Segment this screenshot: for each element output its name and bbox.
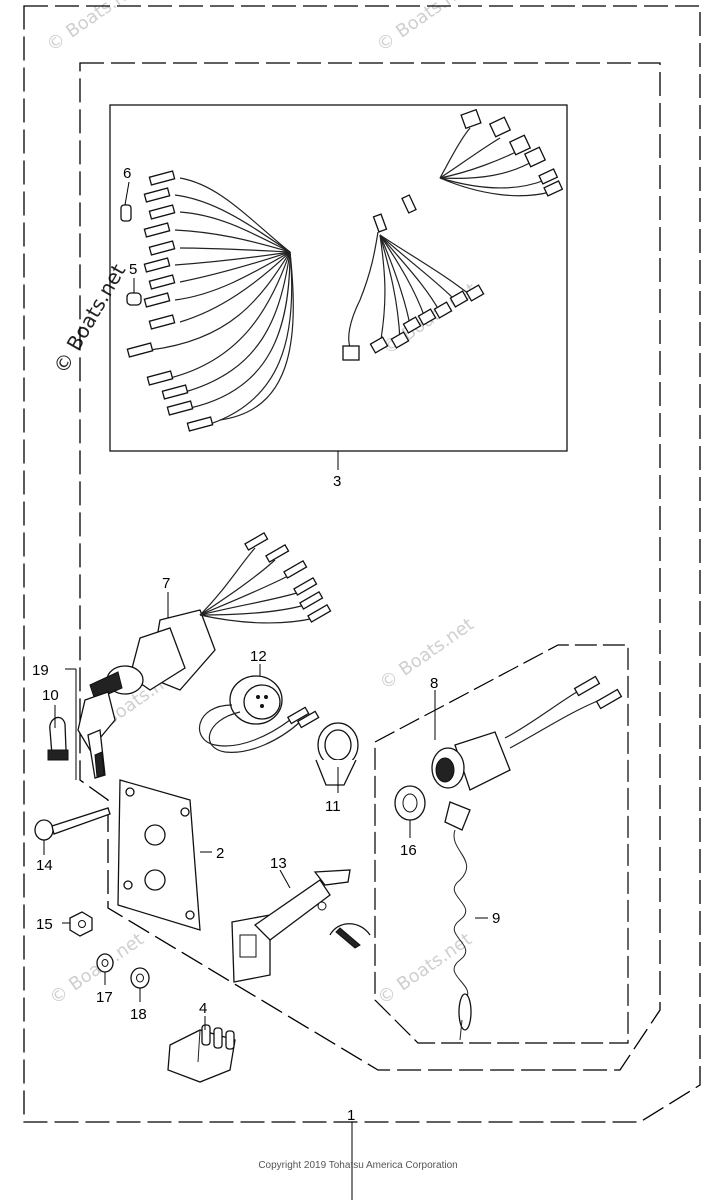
callout-2: 2: [216, 845, 224, 862]
harness-box: [109, 104, 568, 452]
callout-19: 19: [32, 662, 49, 679]
callout-4: 4: [199, 1000, 207, 1017]
leader-lines: [43, 181, 488, 1200]
panel-plate: [117, 779, 201, 931]
watermark-mid-right: © Boats.net: [376, 614, 478, 694]
main-switch: [89, 532, 332, 701]
watermark-top-right: © Boats.net: [373, 0, 475, 56]
callout-18: 18: [130, 1006, 147, 1023]
callout-11: 11: [325, 798, 341, 815]
callout-6: 6: [123, 165, 131, 182]
watermark-dark: © Boats.net: [49, 260, 131, 378]
washer-18: [130, 967, 150, 989]
ignition-key: [77, 691, 116, 779]
emergency-stop-switch: [431, 675, 623, 791]
harness-connector: [460, 108, 564, 197]
lanyard-cord: [444, 801, 472, 1041]
watermark-top-left: © Boats.net: [43, 0, 145, 56]
callout-12: 12: [250, 648, 267, 665]
kit-outer-boundary: [23, 5, 701, 1123]
stop-switch-box: [374, 644, 629, 1044]
callout-1: 1: [347, 1107, 355, 1124]
callout-numbers: 1 2 3 4 5 6 7 8 9 10 11 12 13 14 15 16 1…: [32, 165, 500, 1124]
warning-buzzer: [198, 675, 320, 753]
terminal-sleeve: [120, 204, 132, 222]
terminal-cap: [126, 292, 142, 306]
wire-harness: [126, 108, 564, 432]
key-clip: [47, 716, 69, 761]
band-clamp: [329, 923, 371, 949]
copyright-text: Copyright 2019 Tohatsu America Corporati…: [258, 1160, 457, 1171]
callout-10: 10: [42, 687, 59, 704]
nut: [69, 911, 93, 937]
callout-15: 15: [36, 916, 53, 933]
callout-8: 8: [430, 675, 438, 692]
washer-17: [96, 953, 114, 973]
callout-14: 14: [36, 857, 53, 874]
coupler-connector: [167, 1024, 236, 1083]
switch-bracket: [231, 869, 351, 983]
callout-3: 3: [333, 473, 341, 490]
tapping-screw: [34, 807, 111, 841]
callout-17: 17: [96, 989, 113, 1006]
callout-7: 7: [162, 575, 170, 592]
lock-nut: [394, 785, 426, 821]
buzzer-holder: [315, 722, 359, 786]
callout-9: 9: [492, 910, 500, 927]
harness-left-terminals: [126, 170, 214, 432]
callout-16: 16: [400, 842, 417, 859]
harness-lower-terminals: [342, 284, 485, 361]
kit-inner-boundary: [79, 62, 661, 1071]
callout-13: 13: [270, 855, 287, 872]
callout-5: 5: [129, 261, 137, 278]
